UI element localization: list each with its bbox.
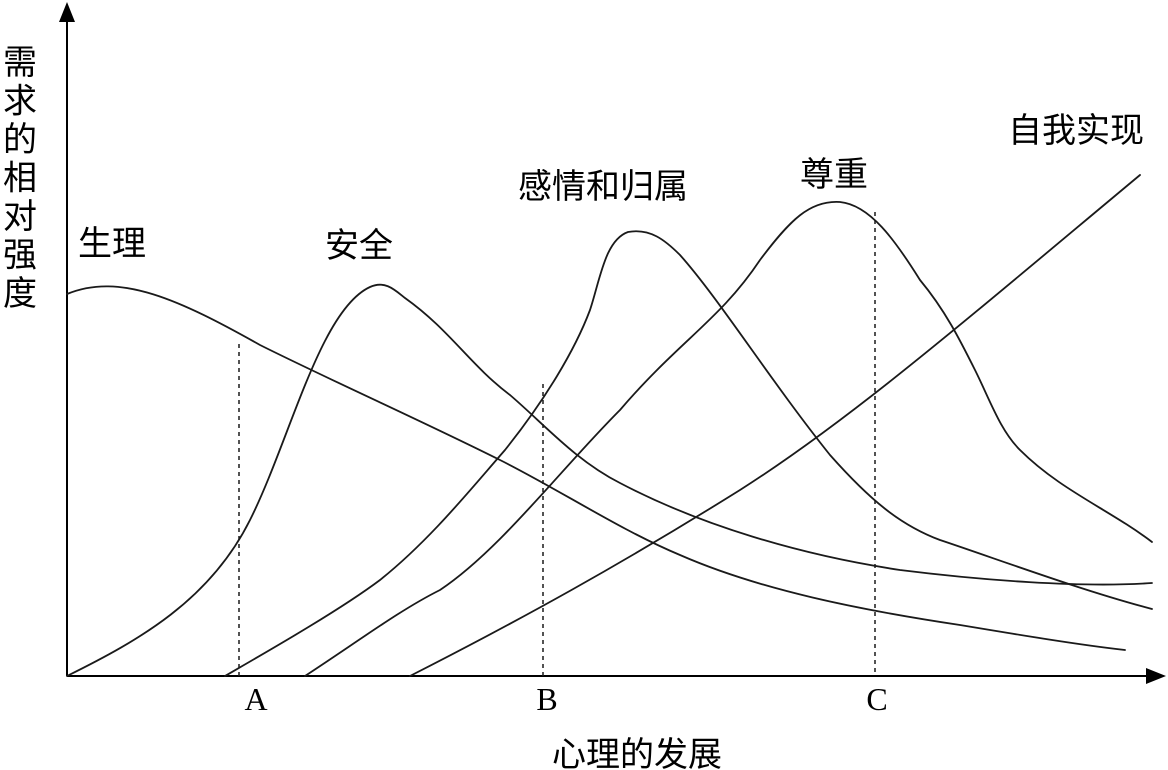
curve-label-esteem: 尊重 — [800, 155, 868, 195]
y-axis-label-char: 求 — [3, 82, 37, 122]
curve-label-physiological: 生理 — [78, 224, 146, 264]
marker-label-b: B — [536, 681, 557, 717]
marker-label-a: A — [244, 681, 267, 717]
y-axis-arrow — [59, 2, 75, 22]
y-axis-label-char: 需 — [3, 43, 37, 83]
curve-physiological — [66, 285, 1126, 651]
curve-label-self-actualization: 自我实现 — [1008, 111, 1144, 151]
y-axis-label-char: 强 — [3, 236, 37, 276]
curve-self-actualization — [409, 174, 1141, 677]
y-axis-label-char: 度 — [3, 274, 37, 314]
curve-label-safety: 安全 — [325, 226, 393, 266]
curve-safety — [66, 283, 1153, 677]
y-axis-label-char: 相 — [3, 159, 37, 199]
y-axis-label-char: 的 — [3, 120, 37, 160]
y-axis-label-char: 对 — [3, 197, 37, 237]
x-axis-arrow — [1146, 668, 1166, 684]
x-axis-label: 心理的发展 — [552, 735, 722, 770]
curve-belonging — [224, 230, 1153, 677]
marker-label-c: C — [866, 681, 887, 717]
curve-label-belonging: 感情和归属 — [518, 167, 688, 207]
curve-esteem — [304, 201, 1153, 677]
